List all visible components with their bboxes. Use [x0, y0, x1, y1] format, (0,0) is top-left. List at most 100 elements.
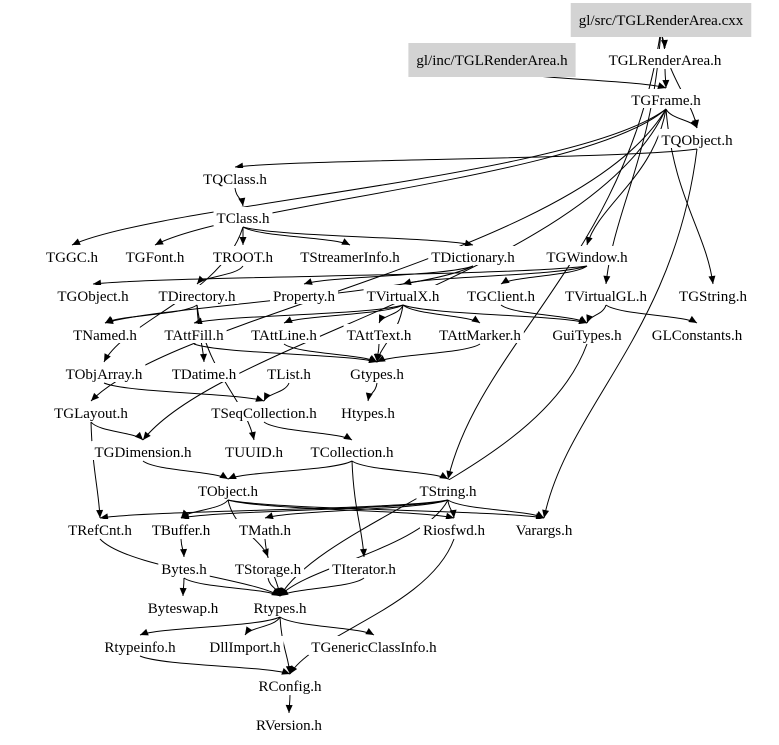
- arrowhead-icon: [343, 432, 352, 440]
- node-label: Rtypeinfo.h: [104, 640, 176, 656]
- node-label: TQObject.h: [661, 133, 733, 149]
- node-tgfont-h[interactable]: TGFont.h: [122, 246, 188, 266]
- node-rtypes-h[interactable]: Rtypes.h: [250, 597, 310, 617]
- arrowhead-icon: [280, 587, 288, 596]
- node-label-backdrop: [222, 441, 286, 460]
- edge-line: [180, 499, 449, 519]
- node-titerator-h[interactable]: TIterator.h: [329, 558, 399, 578]
- arrowhead-icon: [360, 548, 367, 557]
- node-tglayout-h[interactable]: TGLayout.h: [51, 402, 131, 422]
- node-label: RConfig.h: [259, 679, 322, 695]
- node-tgenericclassinfo-h[interactable]: TGenericClassInfo.h: [308, 636, 440, 656]
- node-label: TClass.h: [217, 211, 270, 227]
- node-tattline-h[interactable]: TAttLine.h: [248, 324, 320, 344]
- node-tvirtualgl-h[interactable]: TVirtualGL.h: [562, 285, 650, 305]
- edge-line: [447, 28, 662, 480]
- edge-tvirtualx-h-to-guitypes-h: [402, 304, 588, 325]
- node-tdictionary-h[interactable]: TDictionary.h: [428, 246, 518, 266]
- node-label: DllImport.h: [209, 640, 281, 656]
- node-tclass-h[interactable]: TClass.h: [213, 207, 273, 227]
- arrowhead-icon: [285, 704, 293, 713]
- node-tgwindow-h[interactable]: TGWindow.h: [543, 246, 631, 266]
- node-tgdimension-h[interactable]: TGDimension.h: [91, 441, 195, 461]
- node-label-backdrop: [208, 402, 320, 421]
- node-label: TDirectory.h: [159, 289, 236, 305]
- node-label: TGDimension.h: [94, 445, 192, 461]
- node-tstreamerinfo-h[interactable]: TStreamerInfo.h: [297, 246, 403, 266]
- node-label: TGString.h: [679, 289, 747, 305]
- node-tobjarray-h[interactable]: TObjArray.h: [62, 363, 146, 383]
- node-guitypes-h[interactable]: GuiTypes.h: [549, 324, 625, 344]
- node-varargs-h[interactable]: Varargs.h: [512, 519, 576, 539]
- node-htypes-h[interactable]: Htypes.h: [338, 402, 398, 422]
- node-tgclient-h[interactable]: TGClient.h: [464, 285, 538, 305]
- arrowhead-icon: [239, 237, 247, 245]
- node-label: TObjArray.h: [66, 367, 143, 383]
- node-tlist-h[interactable]: TList.h: [264, 363, 314, 383]
- node-tuuid-h[interactable]: TUUID.h: [222, 441, 286, 461]
- node-property-h[interactable]: Property.h: [270, 285, 338, 305]
- node-tattfill-h[interactable]: TAttFill.h: [161, 324, 227, 344]
- node-label: Bytes.h: [161, 562, 207, 578]
- node-bytes-h[interactable]: Bytes.h: [158, 558, 210, 578]
- node-tgobject-h[interactable]: TGObject.h: [54, 285, 132, 305]
- arrowhead-icon: [181, 509, 189, 518]
- arrowhead-icon: [585, 236, 593, 245]
- arrowhead-icon: [180, 548, 188, 557]
- node-rversion-h[interactable]: RVersion.h: [253, 714, 325, 734]
- edge-tvirtualx-h-to-tattfill-h: [193, 304, 404, 325]
- node-byteswap-h[interactable]: Byteswap.h: [144, 597, 222, 617]
- node-tbuffer-h[interactable]: TBuffer.h: [148, 519, 214, 539]
- node-dllimport-h[interactable]: DllImport.h: [206, 636, 284, 656]
- node-label-backdrop: [200, 168, 270, 187]
- edge-tgdimension-h-to-tobject-h: [142, 460, 229, 480]
- node-rconfig-h[interactable]: RConfig.h: [255, 675, 325, 695]
- node-riosfwd-h[interactable]: Riosfwd.h: [419, 519, 489, 539]
- arrowhead-icon: [228, 472, 237, 480]
- node-label: TStreamerInfo.h: [300, 250, 400, 266]
- node-glconstants-h[interactable]: GLConstants.h: [648, 324, 746, 344]
- edge-line: [154, 108, 667, 246]
- node-troot-h[interactable]: TROOT.h: [209, 246, 277, 266]
- edge-tstorage-h-to-rtypes-h: [267, 577, 282, 597]
- node-label: Riosfwd.h: [423, 523, 486, 539]
- node-label-backdrop: [658, 129, 736, 148]
- node-tseqcollection-h[interactable]: TSeqCollection.h: [208, 402, 320, 422]
- node-highlight-box: [570, 3, 752, 37]
- node-tglrenderarea-cxx[interactable]: gl/src/TGLRenderArea.cxx: [570, 3, 752, 37]
- node-tatttext-h[interactable]: TAttText.h: [343, 324, 415, 344]
- node-tgframe-h[interactable]: TGFrame.h: [628, 89, 704, 109]
- node-tnamed-h[interactable]: TNamed.h: [70, 324, 140, 344]
- node-tqobject-h[interactable]: TQObject.h: [658, 129, 736, 149]
- node-rtypeinfo-h[interactable]: Rtypeinfo.h: [101, 636, 179, 656]
- node-inc-tglrenderarea-h[interactable]: gl/inc/TGLRenderArea.h: [408, 43, 576, 77]
- node-tqclass-h[interactable]: TQClass.h: [200, 168, 270, 188]
- node-tstring-h[interactable]: TString.h: [416, 480, 480, 500]
- node-gtypes-h[interactable]: Gtypes.h: [347, 363, 407, 383]
- node-tglrenderarea-h[interactable]: TGLRenderArea.h: [605, 49, 725, 69]
- node-tdirectory-h[interactable]: TDirectory.h: [155, 285, 239, 305]
- arrowhead-icon: [264, 392, 271, 401]
- node-tmath-h[interactable]: TMath.h: [235, 519, 295, 539]
- arrowhead-icon: [105, 317, 114, 324]
- node-tgstring-h[interactable]: TGString.h: [676, 285, 750, 305]
- node-label-backdrop: [549, 324, 625, 343]
- node-tvirtualx-h[interactable]: TVirtualX.h: [363, 285, 443, 305]
- node-tobject-h[interactable]: TObject.h: [194, 480, 262, 500]
- edge-tvirtualx-h-to-tatttext-h: [378, 304, 404, 324]
- node-label-backdrop: [255, 675, 325, 694]
- node-label-backdrop: [419, 519, 489, 538]
- node-label-backdrop: [605, 49, 725, 68]
- node-tattmarker-h[interactable]: TAttMarker.h: [436, 324, 524, 344]
- edge-line: [660, 28, 698, 129]
- arrowhead-icon: [662, 79, 670, 88]
- arrowhead-icon: [200, 353, 208, 362]
- edge-tglayout-h-to-tgdimension-h: [90, 421, 144, 441]
- node-trefcnt-h[interactable]: TRefCnt.h: [65, 519, 135, 539]
- node-tggc-h[interactable]: TGGC.h: [42, 246, 102, 266]
- node-tstorage-h[interactable]: TStorage.h: [231, 558, 305, 578]
- node-tdatime-h[interactable]: TDatime.h: [168, 363, 240, 383]
- edge-tgwindow-h-to-tgclient-h: [500, 265, 588, 285]
- node-label: TSeqCollection.h: [211, 406, 317, 422]
- node-tcollection-h[interactable]: TCollection.h: [307, 441, 397, 461]
